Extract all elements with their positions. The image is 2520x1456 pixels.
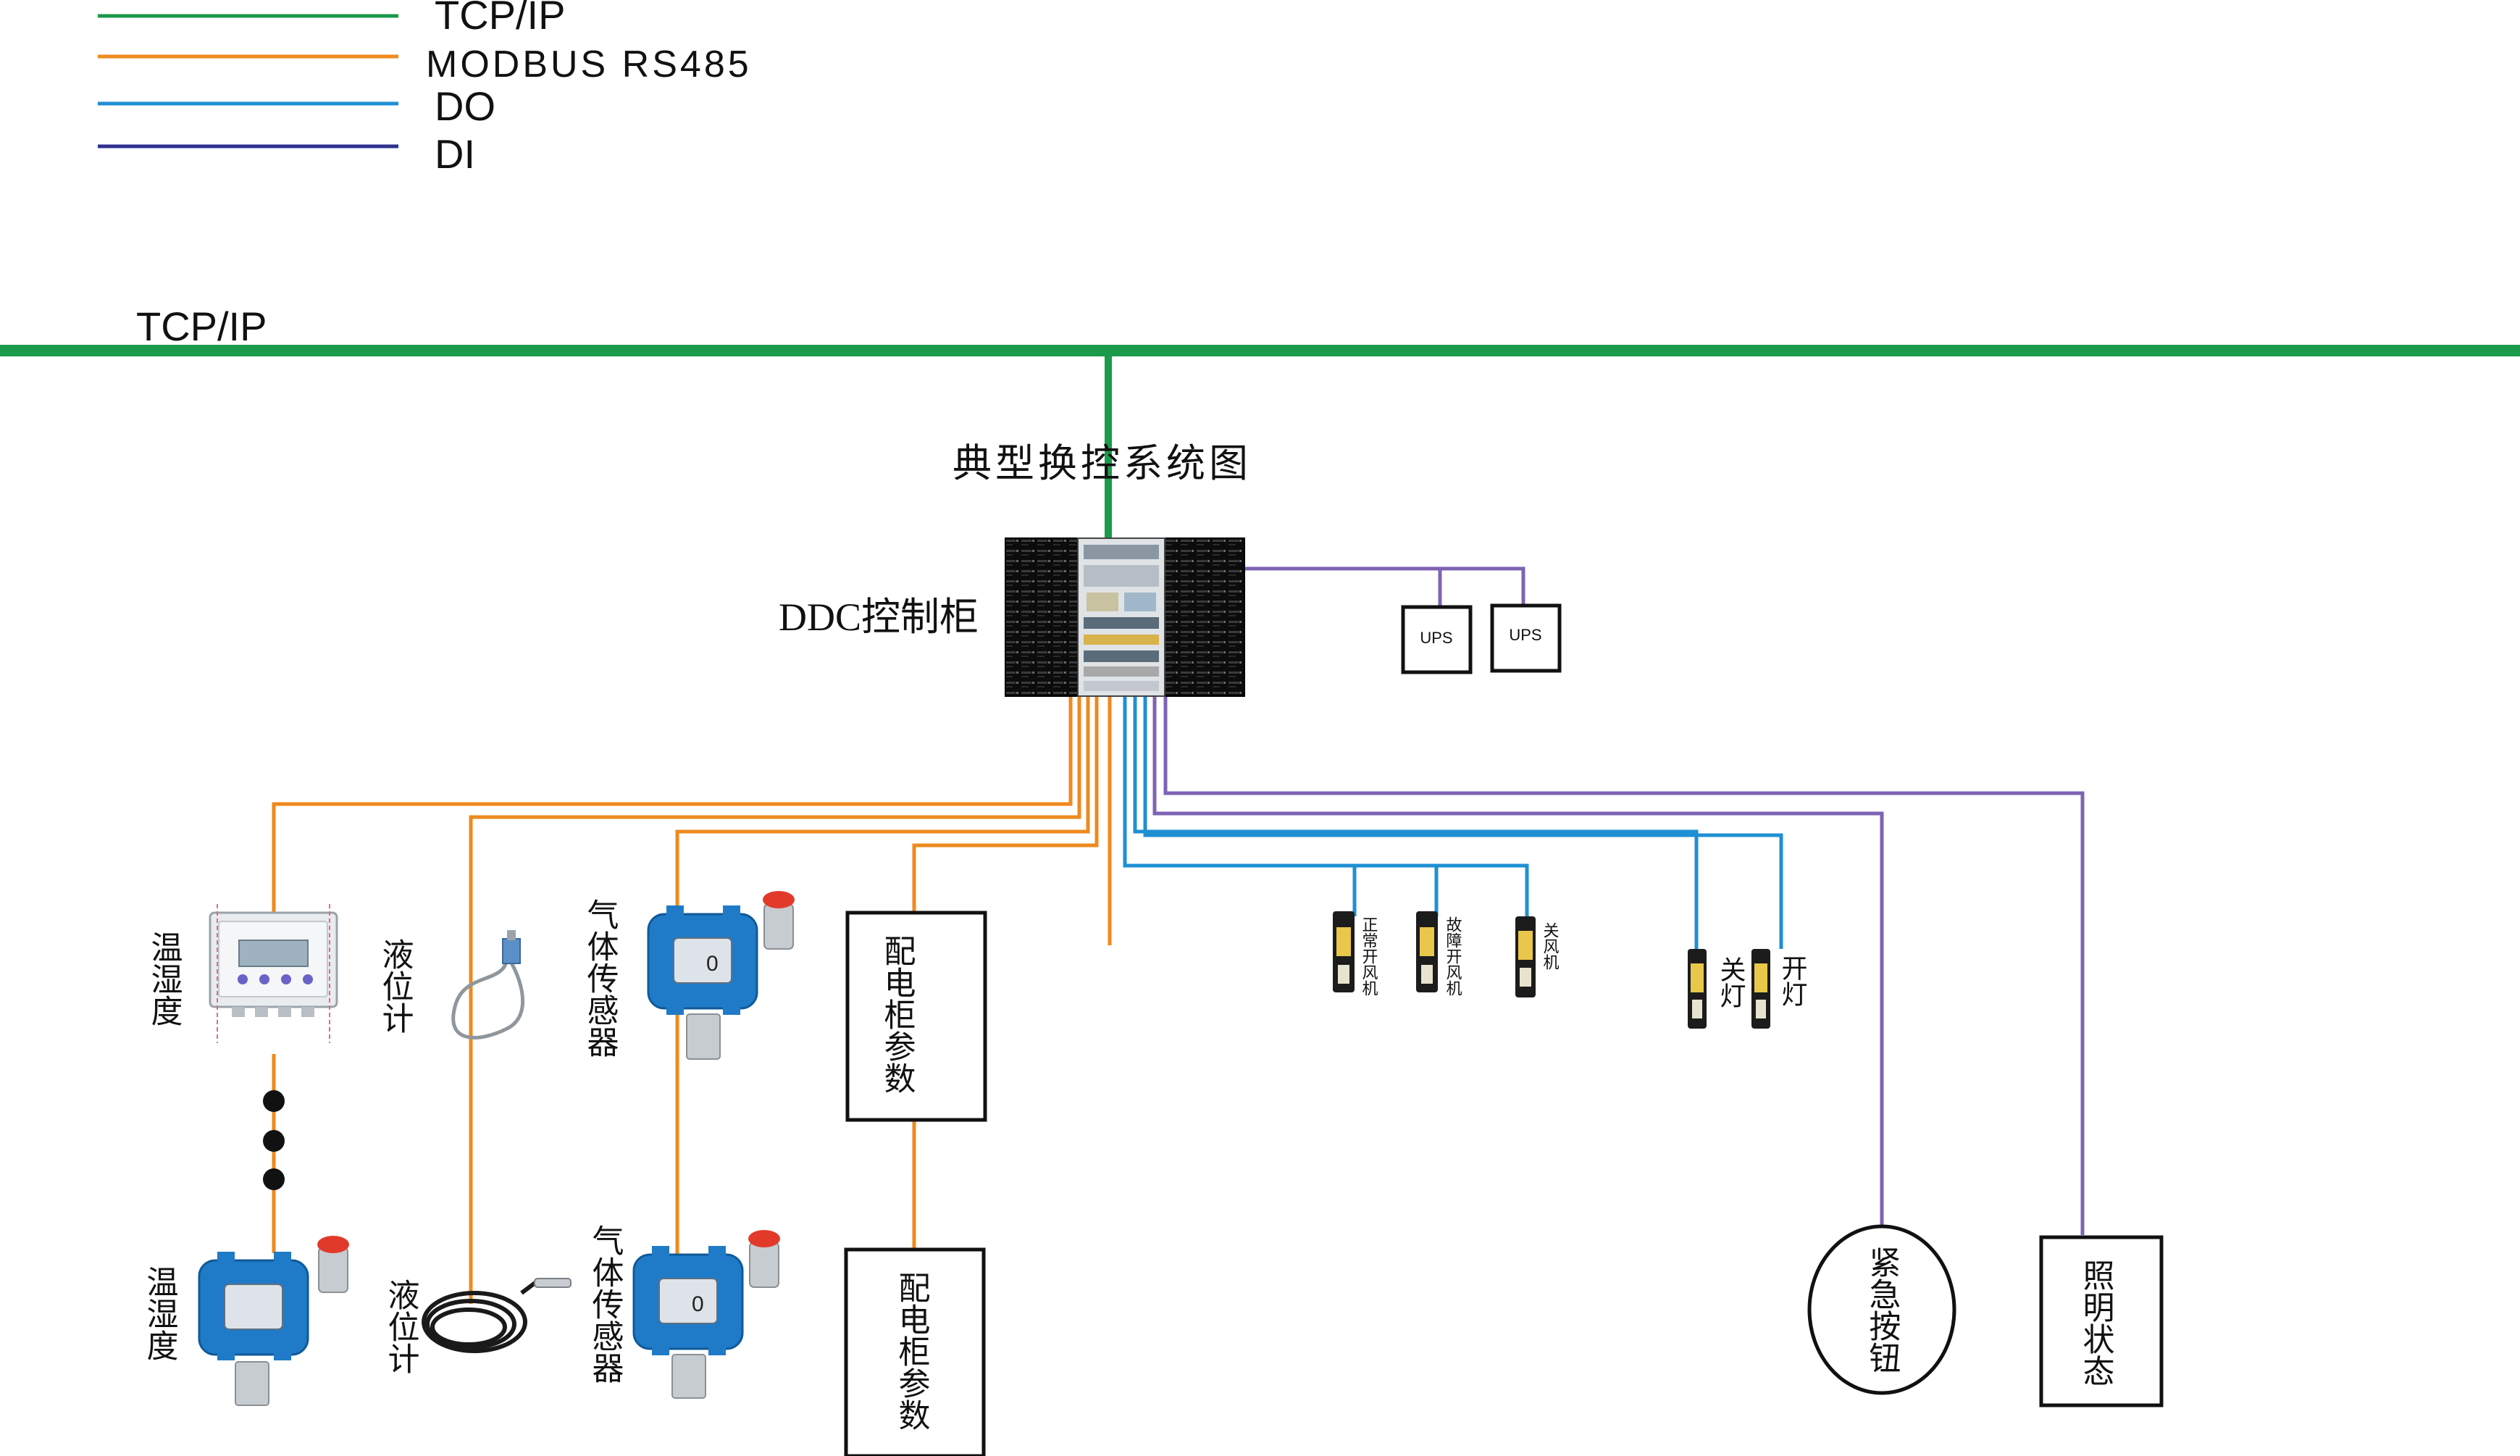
gas-display-top: 0 [706,952,719,976]
label-level-top: 液位计 [377,938,414,1034]
legend-label-do: DO [435,83,495,129]
relay-light-on: 开灯 [1751,949,1808,1029]
relay-icon [1515,916,1536,997]
tcpip-bus: TCP/IP [0,304,2520,540]
bus-label: TCP/IP [136,304,267,349]
relay-label-light-off: 关灯 [1717,956,1746,1008]
relay-fan-fault: 故障开风机 [1416,911,1462,996]
label-temp-humidity-top: 温湿度 [146,931,183,1026]
ellipsis-dots [263,1090,285,1190]
ellipsis-dot-icon [263,1130,285,1152]
label-gas-bottom: 气体传感器 [587,1224,624,1384]
ups-box-icon [1490,603,1562,673]
di-wiring [1152,566,2085,1235]
relay-icon [1751,949,1770,1029]
legend-label-tcpip: TCP/IP [435,0,565,38]
power-cabinet-bottom: 配电柜参数 [844,1247,986,1456]
lighting-status-label: 照明状态 [2078,1259,2114,1386]
ellipsis-dot-icon [263,1090,285,1112]
ellipsis-dot-icon [263,1168,285,1190]
relay-label-light-on: 开灯 [1778,955,1808,1007]
relay-label-fan-normal: 正常开风机 [1360,916,1378,996]
lighting-status: 照明状态 [2039,1235,2164,1407]
label-level-bottom: 液位计 [383,1279,419,1374]
label-gas-top: 气体传感器 [582,898,619,1058]
relay-icon [1688,949,1707,1029]
relay-label-fan-fault: 故障开风机 [1444,916,1462,996]
ups-box-1: UPS [1401,605,1473,674]
legend-label-di: DI [435,131,475,177]
do-wiring [1123,695,1783,949]
power-cabinet-bottom-label: 配电柜参数 [894,1271,930,1431]
ups-label-1: UPS [1420,629,1452,647]
legend: TCP/IP MODBUS RS485 DO DI [98,0,752,177]
emergency-button-label: 紧急按钮 [1864,1246,1901,1373]
cabinet-label: DDC控制柜 [779,595,979,639]
relay-light-off: 关灯 [1688,949,1746,1029]
relay-label-fan-off: 关风机 [1541,922,1560,970]
coiled-level-probe-icon [422,1278,572,1353]
gas-detector-icon: 0 [647,891,795,1060]
gas-display-bottom: 0 [692,1292,704,1316]
temp-humidity-controller-icon [209,904,338,1043]
gas-detector-bottom: 0 [632,1230,780,1399]
emergency-button: 紧急按钮 [1807,1224,1956,1395]
relay-icon [1416,911,1438,992]
legend-label-modbus: MODBUS RS485 [426,43,752,85]
label-temp-humidity-bottom: 温湿度 [142,1265,178,1361]
diagram-title: 典型换控系统图 [953,442,1252,485]
power-cabinet-top-label: 配电柜参数 [879,934,916,1094]
gas-detector-top: 0 [647,891,795,1060]
ddc-cabinet-icon [1005,537,1245,697]
ups-box-icon [1401,605,1473,674]
level-probe-icon [451,930,525,1039]
relay-icon [1333,911,1355,992]
ups-label-2: UPS [1509,626,1541,644]
gas-detector-icon: 0 [632,1230,780,1399]
gas-detector-icon [198,1236,349,1406]
temp-humidity-sensor-bottom [198,1236,349,1406]
relay-fan-off: 关风机 [1515,916,1560,997]
ups-box-2: UPS [1490,603,1562,673]
power-cabinet-top: 配电柜参数 [845,911,987,1122]
relay-fan-normal: 正常开风机 [1333,911,1378,996]
